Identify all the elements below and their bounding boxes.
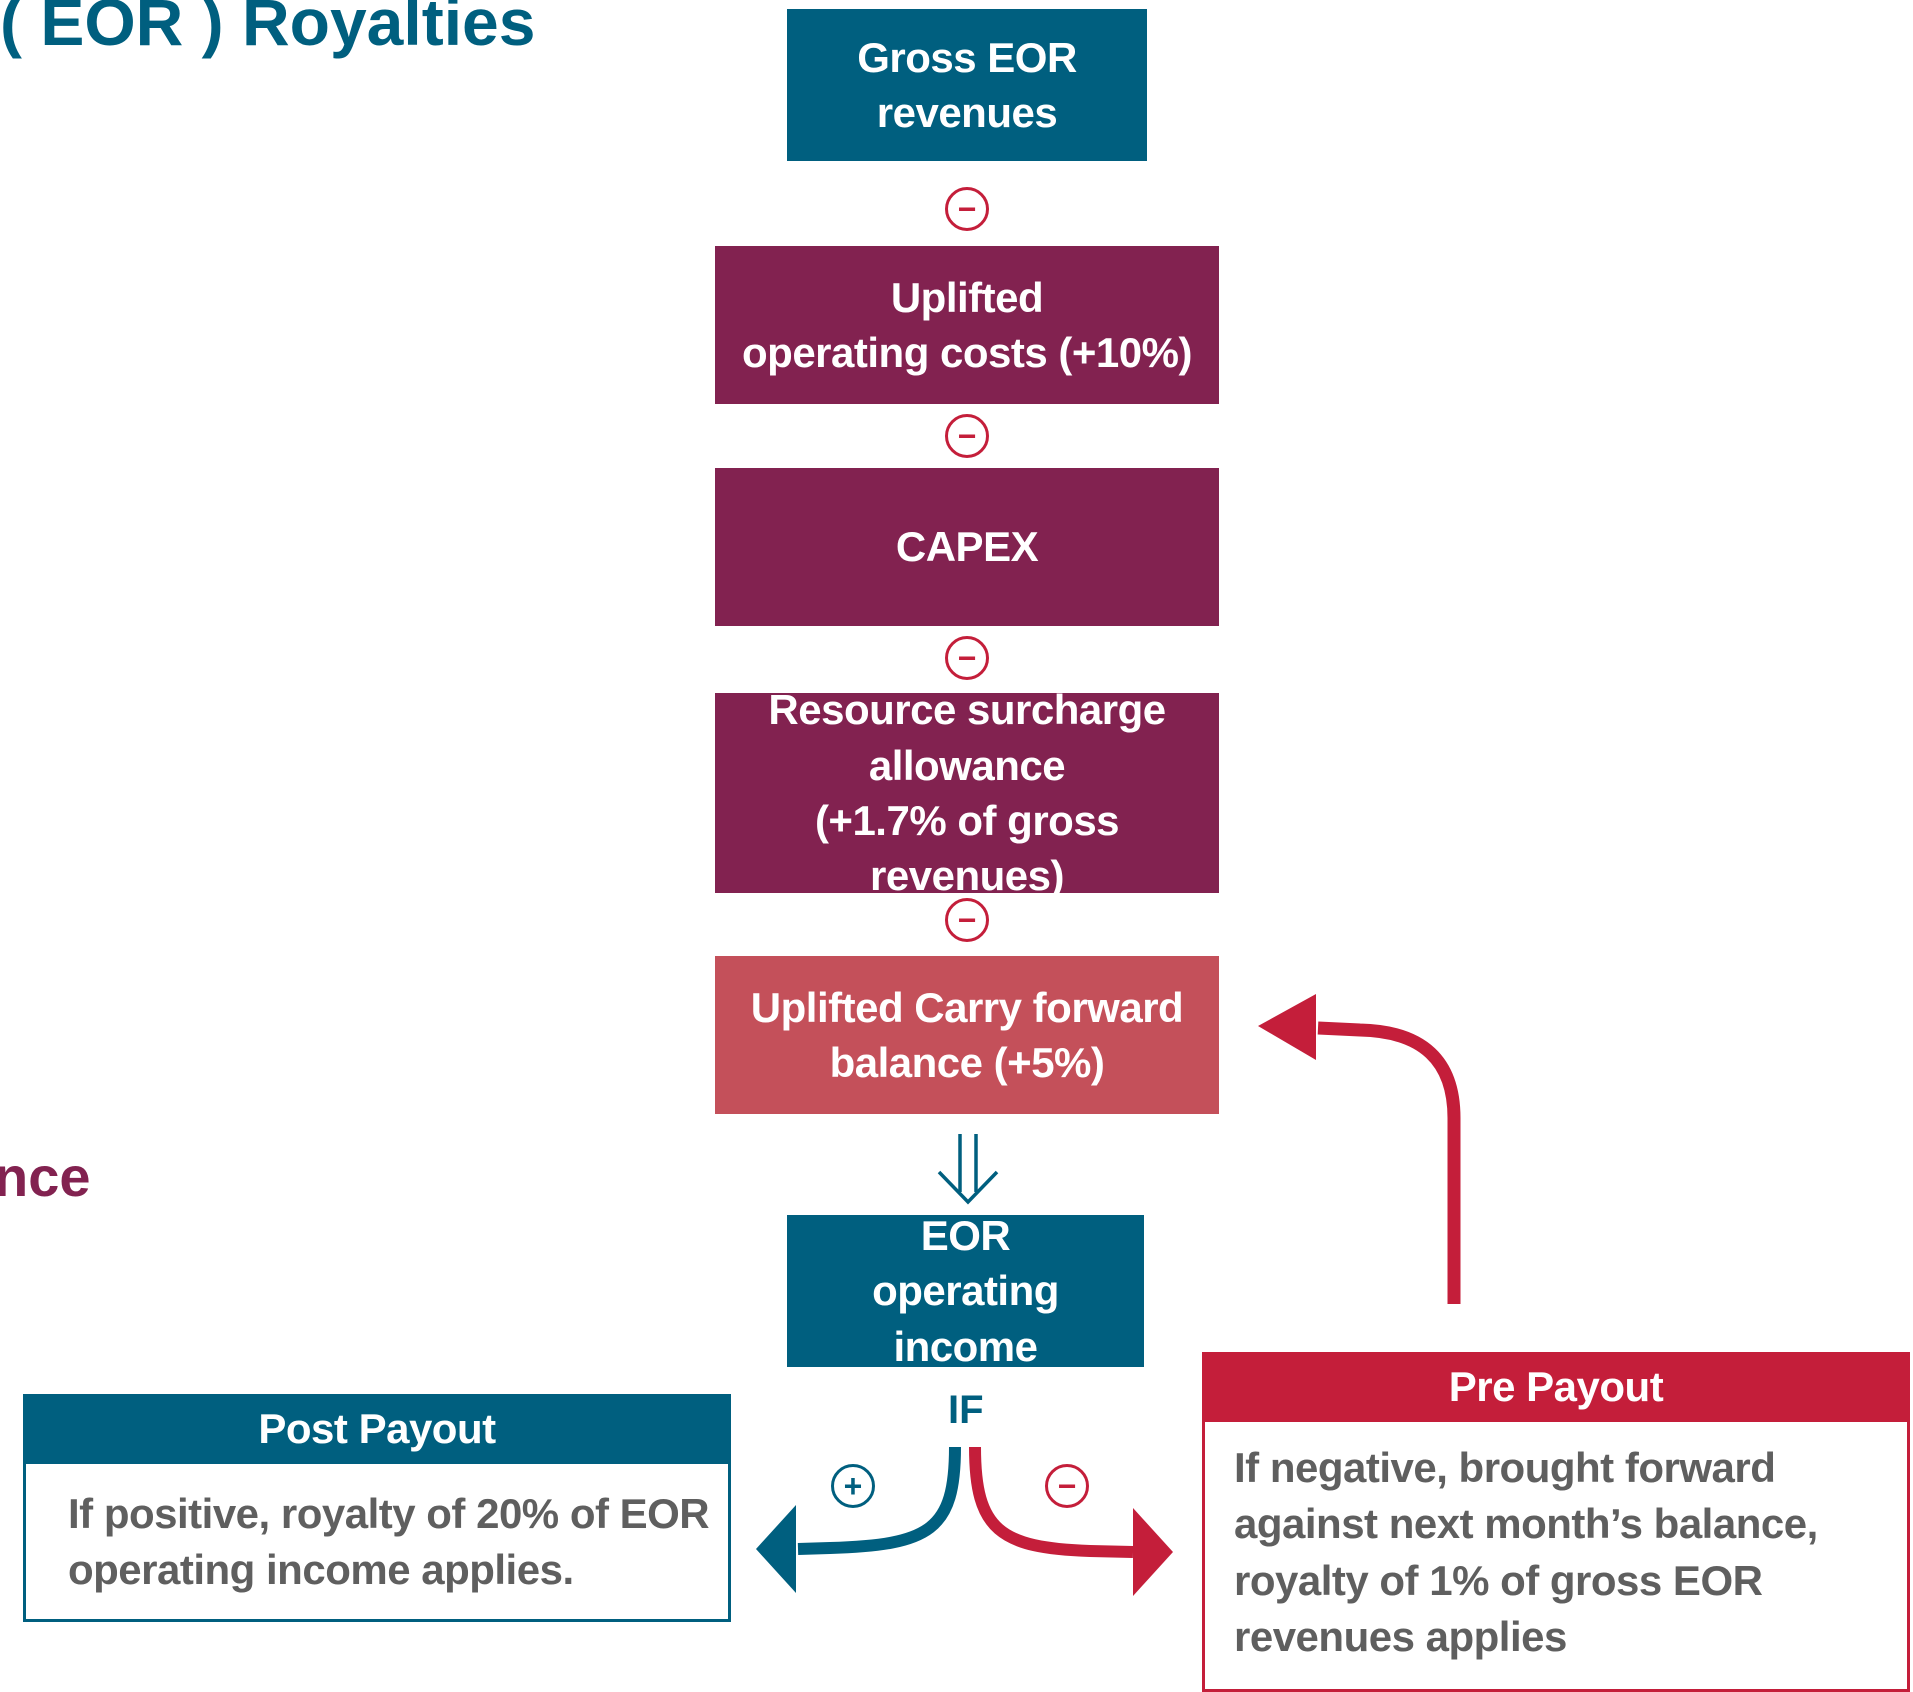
minus-operator-icon: −	[1045, 1464, 1089, 1508]
uplifted-operating-costs-box: Uplifted operating costs (+10%)	[715, 246, 1219, 404]
post-payout-arrow	[756, 1446, 961, 1593]
feedback-arrow	[1258, 994, 1461, 1304]
double-down-arrow-icon	[937, 1134, 999, 1205]
gross-eor-revenues-box: Gross EOR revenues	[787, 9, 1147, 161]
minus-operator-icon: −	[945, 898, 989, 942]
page-title: ( EOR ) Royalties	[0, 0, 536, 59]
pre-payout-arrow	[969, 1446, 1173, 1596]
minus-operator-icon: −	[945, 636, 989, 680]
pre-payout-title: Pre Payout	[1202, 1352, 1910, 1422]
section-heading-fragment: nce	[0, 1145, 91, 1208]
post-payout-text: If positive, royalty of 20% of EOR opera…	[68, 1486, 718, 1599]
if-label: IF	[948, 1388, 984, 1432]
eor-operating-income-box: EOR operating income	[787, 1212, 1144, 1370]
plus-operator-icon: +	[831, 1464, 875, 1508]
minus-operator-icon: −	[945, 187, 989, 231]
uplifted-carry-forward-balance-box: Uplifted Carry forward balance (+5%)	[715, 956, 1219, 1114]
post-payout-title: Post Payout	[23, 1394, 731, 1464]
resource-surcharge-allowance-box: Resource surcharge allowance (+1.7% of g…	[715, 686, 1219, 899]
capex-box: CAPEX	[715, 468, 1219, 626]
minus-operator-icon: −	[945, 414, 989, 458]
pre-payout-text: If negative, brought forward against nex…	[1234, 1440, 1894, 1666]
